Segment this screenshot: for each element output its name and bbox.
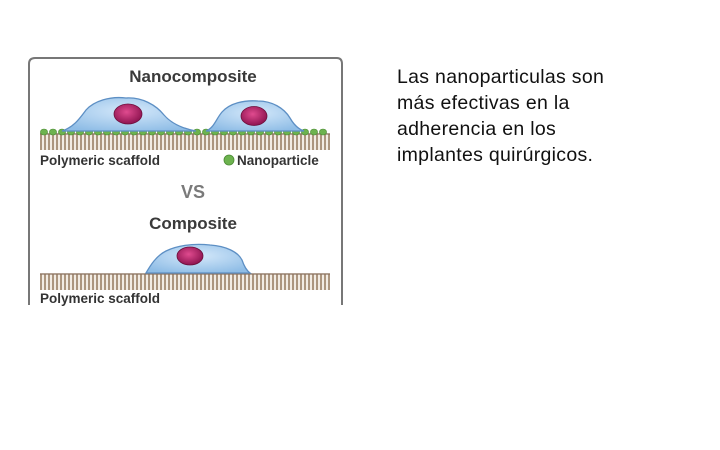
- caption-line: más efectivas en la: [397, 90, 697, 116]
- nucleus: [114, 104, 142, 124]
- top-scaffold: [40, 133, 330, 150]
- nanocomposite-cell-1: [62, 98, 196, 131]
- top-scaffold-label: Polymeric scaffold: [40, 153, 160, 168]
- caption-text: Las nanoparticulas son más efectivas en …: [397, 64, 697, 168]
- nanoparticle: [40, 129, 47, 135]
- bottom-scaffold: [40, 273, 330, 290]
- nanoparticle: [193, 129, 200, 135]
- top-scaffold-fibers: [41, 134, 329, 150]
- nanoparticle-legend-label: Nanoparticle: [237, 153, 319, 168]
- caption-line: adherencia en los: [397, 116, 697, 142]
- nanocomposite-cell-2: [206, 101, 304, 131]
- composite-title: Composite: [149, 214, 237, 233]
- nanoparticle: [310, 129, 317, 135]
- nanoparticle: [319, 129, 326, 135]
- nanocomposite-title: Nanocomposite: [129, 67, 257, 86]
- vs-label: VS: [181, 182, 205, 202]
- nanoparticle: [49, 129, 56, 135]
- caption-line: implantes quirúrgicos.: [397, 142, 697, 168]
- nucleus: [177, 247, 203, 265]
- caption-line: Las nanoparticulas son: [397, 64, 697, 90]
- composite-cell: [146, 244, 250, 273]
- nanoparticle-legend-icon: [224, 155, 234, 165]
- bottom-scaffold-fibers: [41, 274, 329, 290]
- bottom-scaffold-label: Polymeric scaffold: [40, 291, 160, 306]
- nucleus: [241, 107, 267, 126]
